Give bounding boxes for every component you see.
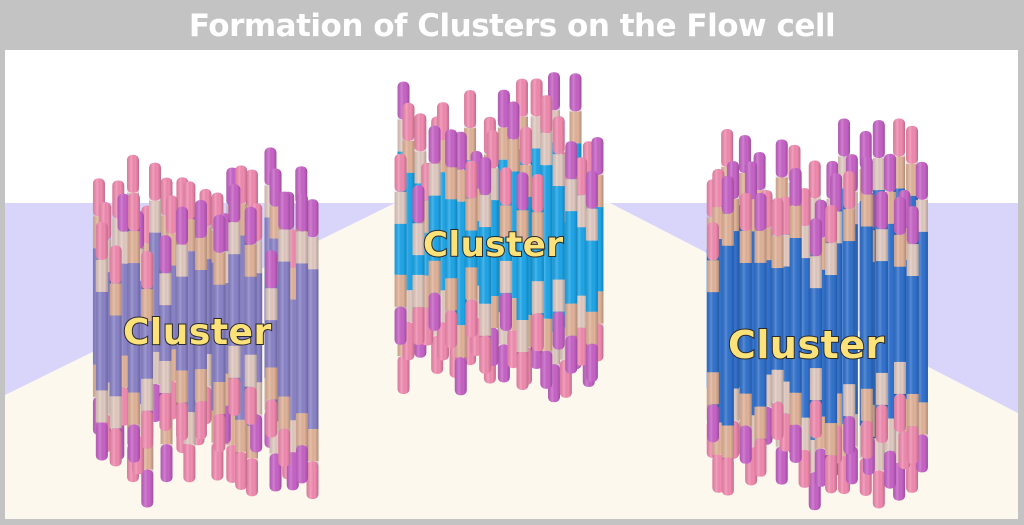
strand-shading [825,205,838,494]
strand-shading [95,221,108,461]
strand-shading [516,172,529,391]
strand-shading [479,157,492,374]
strand-shading [127,193,140,463]
strand-shading [809,218,822,439]
dna-strand [771,198,784,440]
dna-strand [194,200,207,440]
strand-shading [531,174,544,352]
flow-cell-scene [5,50,1018,519]
strand-shading [721,175,734,496]
strand-shading [706,222,719,443]
dna-strand [531,174,544,352]
strand-shading [771,198,784,440]
dna-strand [825,205,838,494]
strand-shading [465,160,478,338]
strand-shading [228,184,241,416]
dna-strand [706,222,719,443]
strand-shading [176,206,189,441]
dna-strand [565,141,578,374]
dna-strand [516,172,529,391]
strand-shading [906,206,919,464]
strand-shading [159,235,172,431]
strand-shading [394,153,407,345]
dna-strand [915,161,928,473]
strand-shading [454,131,467,396]
strand-shading [109,245,122,467]
strand-shading [739,193,752,464]
dna-strand [445,129,458,349]
dna-strand [176,206,189,441]
cluster-left [92,147,319,508]
cluster-label-left: Cluster [122,311,272,354]
strand-shading [875,191,888,443]
cluster-label-center: Cluster [422,224,564,266]
cluster-label-right: Cluster [727,322,885,368]
dna-strand [295,193,308,484]
cluster-right [706,118,928,511]
dna-strand [739,193,752,464]
dna-strand [306,199,319,500]
strand-shading [552,116,565,350]
dna-strand [159,235,172,431]
dna-strand [575,157,588,366]
strand-shading [295,193,308,484]
strand-shading [194,200,207,440]
strand-shading [789,168,802,463]
strand-shading [428,125,441,331]
dna-strand [428,125,441,331]
strand-shading [860,156,873,459]
strand-shading [843,171,856,455]
strand-shading [575,157,588,366]
dna-strand [585,170,598,382]
diagram-title: Formation of Clusters on the Flow cell [188,8,836,44]
dna-strand [499,167,512,331]
dna-strand [479,157,492,374]
strand-shading [915,161,928,473]
dna-strand [465,160,478,338]
dna-strand [552,116,565,350]
strand-shading [499,167,512,331]
dna-strand [893,196,906,432]
strand-shading [585,170,598,382]
dna-strand [454,131,467,396]
dna-strand [213,214,226,453]
dna-strand [754,192,767,477]
strand-shading [306,199,319,500]
dna-strand [109,245,122,467]
strand-shading [141,251,154,449]
dna-strand [127,193,140,463]
strand-shading [213,214,226,453]
dna-strand [394,153,407,345]
dna-strand [906,206,919,464]
strand-shading [412,185,425,345]
strand-shading [565,141,578,374]
strand-shading [754,192,767,477]
dna-strand [789,168,802,463]
dna-strand [843,171,856,455]
dna-strand [860,156,873,459]
dna-strand [809,218,822,439]
strand-shading [278,191,291,467]
strand-shading [244,206,257,425]
dna-strand [278,191,291,467]
dna-strand [721,175,734,496]
dna-strand [141,251,154,449]
strand-shading [265,250,278,438]
dna-strand [875,191,888,443]
dna-strand [228,184,241,416]
dna-strand [265,250,278,438]
dna-strand [95,221,108,461]
dna-strand [412,185,425,345]
strand-shading [893,196,906,432]
dna-strand [244,206,257,425]
flow-cell-canvas: Cluster Cluster Cluster [5,50,1018,519]
strand-shading [445,129,458,349]
cluster-center [394,72,604,403]
